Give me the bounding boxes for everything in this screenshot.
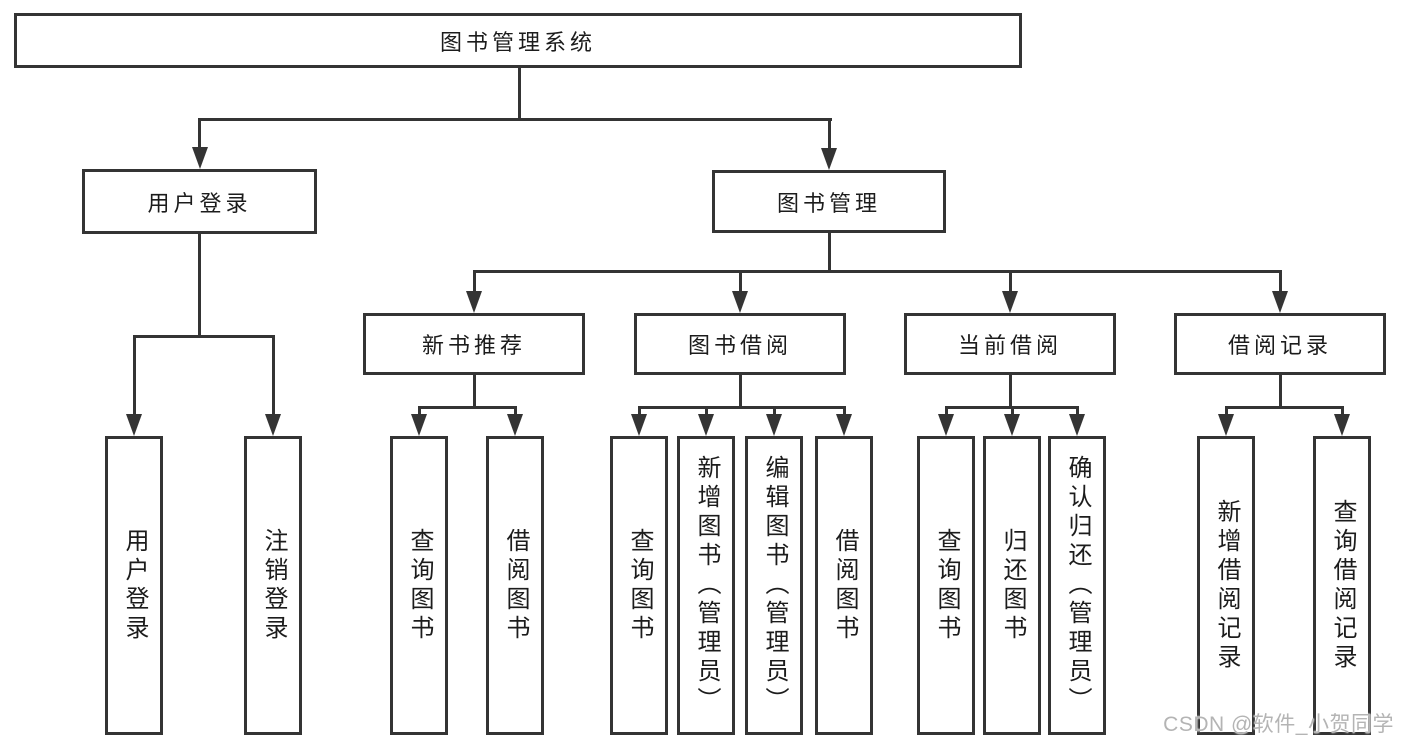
connector-drop-br-add: [1225, 406, 1228, 416]
arrowhead-bb-add: [698, 414, 714, 436]
node-borrowing-records: 借阅记录: [1174, 313, 1386, 375]
node-leaf-nb-borrow-books: 借阅图书: [486, 436, 544, 735]
node-leaf-nb-query-books: 查询图书: [390, 436, 448, 735]
connector-drop-nb-borrow: [514, 406, 517, 416]
arrowhead-bb-edit: [766, 414, 782, 436]
arrowhead-new-books: [466, 291, 482, 313]
arrowhead-bb-query: [631, 414, 647, 436]
connector-drop-cb-query: [945, 406, 948, 416]
connector-level3-branch: [473, 270, 1282, 273]
connector-borrowing-records-branch: [1225, 406, 1344, 409]
arrowhead-nb-borrow: [507, 414, 523, 436]
connector-book-borrowing-branch: [638, 406, 846, 409]
arrowhead-book-management: [821, 148, 837, 170]
connector-drop-cb-confirm: [1076, 406, 1079, 416]
connector-user-login-stem: [198, 234, 201, 335]
arrowhead-user-login: [192, 147, 208, 169]
connector-drop-user-login: [198, 118, 201, 150]
connector-drop-leaf-user-login: [133, 335, 136, 415]
node-user-login: 用户登录: [82, 169, 317, 234]
arrowhead-nb-query: [411, 414, 427, 436]
arrowhead-bb-borrow: [836, 414, 852, 436]
connector-drop-bb-borrow: [843, 406, 846, 416]
node-leaf-cb-query-books: 查询图书: [917, 436, 975, 735]
arrowhead-br-add: [1218, 414, 1234, 436]
node-leaf-bb-query-books: 查询图书: [610, 436, 668, 735]
node-root-library-system: 图书管理系统: [14, 13, 1022, 68]
connector-drop-nb-query: [418, 406, 421, 416]
node-leaf-logout: 注销登录: [244, 436, 302, 735]
arrowhead-leaf-user-login: [126, 414, 142, 436]
connector-book-borrowing-stem: [739, 375, 742, 406]
connector-root-stem: [518, 68, 521, 118]
node-leaf-cb-confirm-return-admin: 确认归还（管理员）: [1048, 436, 1106, 735]
csdn-watermark: CSDN @软件_小贺同学: [1163, 713, 1394, 736]
connector-current-borrowing-stem: [1009, 375, 1012, 406]
connector-drop-book-borrowing: [739, 270, 742, 292]
node-leaf-br-query-record: 查询借阅记录: [1313, 436, 1371, 735]
connector-user-login-branch: [133, 335, 275, 338]
connector-drop-borrowing-records: [1279, 270, 1282, 292]
connector-drop-bb-query: [638, 406, 641, 416]
arrowhead-cb-confirm: [1069, 414, 1085, 436]
connector-new-books-branch: [418, 406, 517, 409]
node-leaf-bb-borrow-books: 借阅图书: [815, 436, 873, 735]
arrowhead-book-borrowing: [732, 291, 748, 313]
node-book-management: 图书管理: [712, 170, 946, 233]
node-leaf-cb-return-books: 归还图书: [983, 436, 1041, 735]
arrowhead-br-query: [1334, 414, 1350, 436]
connector-drop-cb-return: [1011, 406, 1014, 416]
node-leaf-br-add-record: 新增借阅记录: [1197, 436, 1255, 735]
node-leaf-bb-edit-books-admin: 编辑图书（管理员）: [745, 436, 803, 735]
connector-new-books-stem: [473, 375, 476, 406]
node-leaf-bb-add-books-admin: 新增图书（管理员）: [677, 436, 735, 735]
arrowhead-cb-query: [938, 414, 954, 436]
connector-level2-branch: [198, 118, 832, 121]
connector-drop-new-books: [473, 270, 476, 292]
arrowhead-cb-return: [1004, 414, 1020, 436]
connector-drop-bb-add: [705, 406, 708, 416]
connector-drop-br-query: [1341, 406, 1344, 416]
connector-borrowing-records-stem: [1279, 375, 1282, 406]
connector-drop-current-borrowing: [1009, 270, 1012, 292]
node-current-borrowing: 当前借阅: [904, 313, 1116, 375]
node-leaf-user-login: 用户登录: [105, 436, 163, 735]
connector-drop-bb-edit: [773, 406, 776, 416]
connector-drop-leaf-logout: [272, 335, 275, 415]
node-book-borrowing: 图书借阅: [634, 313, 846, 375]
connector-book-management-stem: [828, 233, 831, 270]
node-new-books: 新书推荐: [363, 313, 585, 375]
arrowhead-leaf-logout: [265, 414, 281, 436]
connector-drop-book-management: [828, 118, 831, 150]
arrowhead-borrowing-records: [1272, 291, 1288, 313]
arrowhead-current-borrowing: [1002, 291, 1018, 313]
